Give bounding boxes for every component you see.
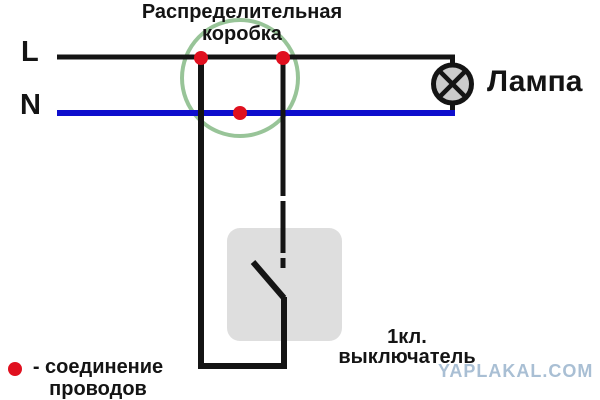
- switch-blade: [250, 260, 287, 300]
- distribution-box-title: Распределительная коробка: [131, 1, 353, 45]
- neutral-line-label: N: [20, 89, 41, 121]
- distribution-box-title-line2: коробка: [202, 23, 282, 45]
- lamp-icon: [431, 62, 474, 106]
- switch-label-line2: выключатель: [338, 346, 476, 368]
- junction-dot-live-left: [194, 51, 208, 65]
- distribution-box-circle: [180, 18, 300, 138]
- legend-text-line2: проводов: [49, 378, 147, 400]
- distribution-box-title-line1: Распределительная: [141, 1, 343, 23]
- legend-text-line1: - соединение: [32, 356, 164, 378]
- live-wire: [57, 54, 455, 64]
- switch-body: [227, 228, 342, 341]
- switch-label-line1: 1кл.: [387, 326, 427, 348]
- legend-junction-dot: [8, 362, 22, 376]
- switch-label: 1кл. выключатель: [333, 327, 481, 367]
- junction-dot-neutral: [233, 106, 247, 120]
- legend-text: - соединение проводов: [24, 356, 172, 400]
- live-line-label: L: [21, 36, 39, 68]
- lamp-cross-line: [437, 68, 468, 100]
- lamp-label: Лампа: [487, 65, 583, 98]
- junction-dot-live-right: [276, 51, 290, 65]
- watermark: YAPLAKAL.COM: [438, 361, 594, 381]
- switch-return-wire: [198, 58, 287, 369]
